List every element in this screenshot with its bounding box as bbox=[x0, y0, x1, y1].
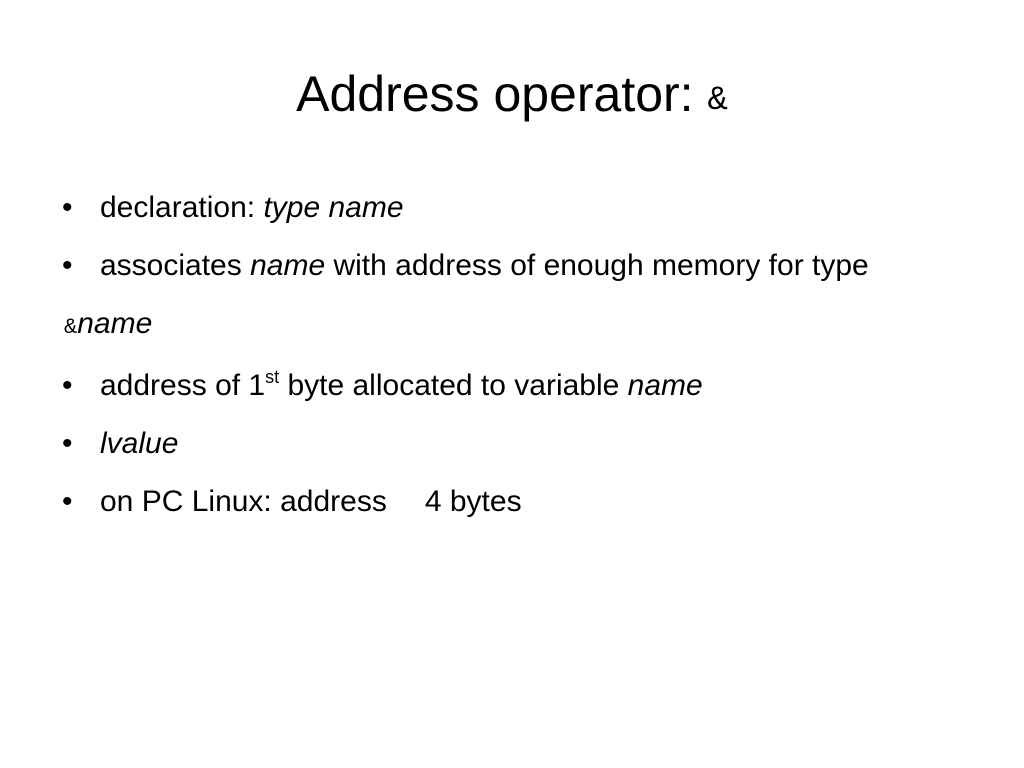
bullet-address-of-first-byte: • address of 1st byte allocated to varia… bbox=[62, 364, 972, 408]
slide-body: • declaration: type name • associates na… bbox=[62, 186, 972, 538]
ordinal-superscript: st bbox=[265, 367, 280, 387]
bullet-lvalue: • lvalue bbox=[62, 422, 972, 466]
pc-linux-prefix: on PC Linux: address bbox=[100, 485, 387, 518]
address-expression-name: name bbox=[77, 307, 153, 340]
address-of-prefix: address of 1 bbox=[100, 369, 266, 402]
bullet-associates: • associates name with address of enough… bbox=[62, 244, 972, 288]
pc-linux-suffix: 4 bytes bbox=[424, 485, 522, 518]
associates-prefix: associates bbox=[100, 249, 251, 282]
bullet-icon: • bbox=[62, 485, 73, 518]
bullet-icon: • bbox=[62, 427, 73, 460]
associates-italic: name bbox=[250, 249, 326, 282]
bullet-icon: • bbox=[62, 191, 73, 224]
slide-title: Address operator: & bbox=[0, 58, 1024, 137]
bullet-icon: • bbox=[62, 369, 73, 402]
address-expression-line: &name bbox=[62, 302, 972, 350]
title-ampersand-symbol: & bbox=[707, 82, 728, 120]
lvalue-text: lvalue bbox=[100, 427, 179, 460]
title-text: Address operator: bbox=[296, 66, 708, 122]
bullet-pc-linux: • on PC Linux: address 4 bytes bbox=[62, 480, 972, 524]
address-of-italic: name bbox=[627, 369, 703, 402]
address-of-middle: byte allocated to variable bbox=[279, 369, 628, 402]
associates-suffix: with address of enough memory for type bbox=[325, 249, 869, 282]
declaration-italic: type name bbox=[263, 191, 404, 224]
ampersand-symbol: & bbox=[64, 315, 78, 340]
bullet-declaration: • declaration: type name bbox=[62, 186, 972, 230]
declaration-prefix: declaration: bbox=[100, 191, 264, 224]
bullet-icon: • bbox=[62, 249, 73, 282]
